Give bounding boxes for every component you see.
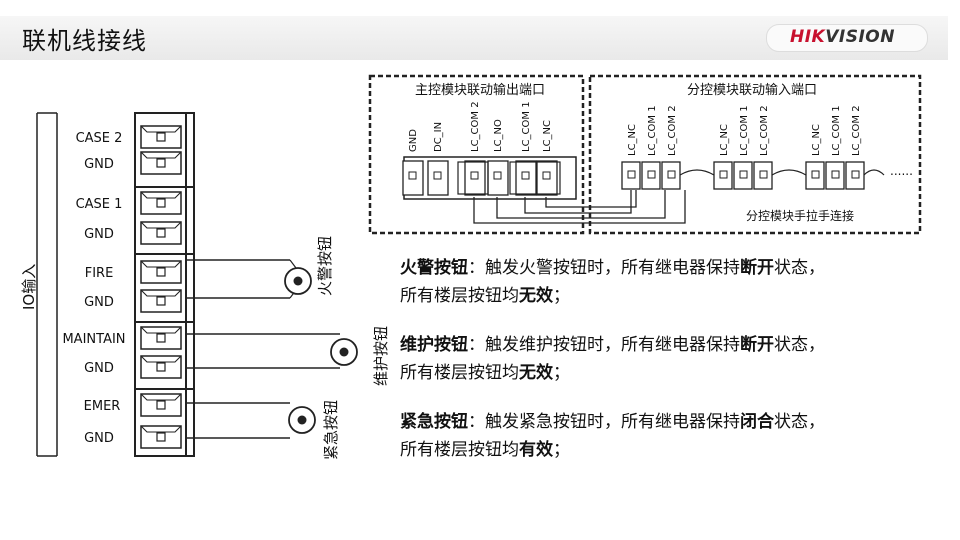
logo-plate (766, 24, 928, 52)
sub-port-label: LC_COM 1 (831, 105, 842, 156)
terminal-pin-label: GND (84, 361, 114, 376)
main-port-label: LC_COM 1 (521, 101, 532, 152)
main-port-label: DC_IN (433, 122, 444, 152)
main-port-label: LC_NC (542, 120, 553, 152)
main-module-port: DC_IN (427, 122, 449, 196)
terminal-pin-label: EMER (84, 399, 121, 414)
sub-port-label: LC_NC (627, 124, 638, 156)
sub-module-port: LC_COM 1 (825, 105, 845, 190)
main-module-port: LC_NC (536, 120, 558, 196)
terminal-pin: CASE 2 (76, 125, 182, 149)
terminal-pin: GND (84, 221, 182, 245)
main-module: 主控模块联动输出端口 GND DC_IN LC_COM 2 LC_NO LC_COM 1… (368, 74, 585, 235)
desc-emergency: 紧急按钮：触发紧急按钮时，所有继电器保持闭合状态， 所有楼层按钮均有效； (400, 412, 825, 460)
sub-module-footer: 分控模块手拉手连接 (746, 208, 854, 223)
daisy-chain-link (863, 169, 885, 176)
sub-port-label: LC_COM 2 (667, 105, 678, 156)
main-module-port: LC_NO (487, 119, 509, 196)
terminal-pin: MAINTAIN (62, 326, 182, 350)
maintain-button: 维护按钮 (187, 326, 390, 386)
terminal-screw (156, 198, 166, 208)
sub-port-label: LC_NC (719, 124, 730, 156)
sub-port-label: LC_COM 1 (739, 105, 750, 156)
terminal-pin: GND (84, 425, 182, 449)
terminal-pin-label: GND (84, 157, 114, 172)
main-port-label: LC_NO (493, 119, 504, 152)
sub-module-port: LC_COM 2 (753, 105, 773, 190)
hikvision-logo: HIKVISION (790, 27, 895, 47)
main-module-port: LC_COM 2 (464, 101, 486, 196)
terminal-screw (156, 267, 166, 277)
emergency-button-label: 紧急按钮 (322, 400, 340, 460)
interconnect-wires (473, 190, 686, 224)
terminal-pin: CASE 1 (76, 191, 182, 215)
terminal-pin: GND (84, 289, 182, 313)
desc-fire: 火警按钮：触发火警按钮时，所有继电器保持断开状态， 所有楼层按钮均无效； (400, 258, 825, 306)
page-title: 联机线接线 (22, 27, 147, 55)
sub-module-ellipsis: ...... (890, 164, 913, 178)
terminal-pin-label: FIRE (85, 266, 114, 281)
sub-module-port: LC_COM 1 (641, 105, 661, 190)
maintain-button-label: 维护按钮 (372, 326, 390, 386)
terminal-pin-label: GND (84, 295, 114, 310)
terminal-pin-label: CASE 1 (76, 197, 123, 212)
terminal-screw (156, 362, 166, 372)
terminal-screw (156, 228, 166, 238)
main-module-port: LC_COM 1 (515, 101, 537, 196)
terminal-screw (156, 400, 166, 410)
terminal-screw (156, 158, 166, 168)
terminal-pin-label: CASE 2 (76, 131, 123, 146)
sub-module-port: LC_COM 2 (845, 105, 865, 190)
terminal-screw (156, 333, 166, 343)
terminal-pin-label: MAINTAIN (62, 332, 125, 347)
header-bar: 联机线接线 HIKVISION (0, 0, 960, 62)
terminal-block: IO输入 CASE 2 GND CASE 1 GND FIRE GND MAINTAIN GN… (20, 112, 195, 457)
daisy-chain-link (771, 169, 807, 176)
main-port-label: LC_COM 2 (470, 101, 481, 152)
sub-module-title: 分控模块联动输入端口 (687, 82, 817, 98)
sub-port-label: LC_COM 2 (851, 105, 862, 156)
sub-module-port: LC_COM 1 (733, 105, 753, 190)
io-group-label: IO输入 (20, 264, 38, 310)
sub-module: 分控模块联动输入端口 LC_NC LC_COM 1 LC_COM 2 LC_NC LC_… (588, 74, 922, 235)
terminal-pin: EMER (84, 393, 182, 417)
terminal-pin: GND (84, 151, 182, 175)
sub-module-port: LC_NC (621, 124, 641, 190)
sub-port-label: LC_COM 2 (759, 105, 770, 156)
main-module-port: GND (402, 129, 424, 196)
terminal-pin: GND (84, 355, 182, 379)
main-port-label: GND (408, 129, 419, 152)
fire-button: 火警按钮 (187, 236, 334, 299)
desc-maintain: 维护按钮：触发维护按钮时，所有继电器保持断开状态， 所有楼层按钮均无效； (400, 335, 825, 383)
main-module-title: 主控模块联动输出端口 (415, 82, 545, 98)
fire-button-label: 火警按钮 (316, 236, 334, 296)
terminal-pin: FIRE (85, 260, 182, 284)
sub-port-label: LC_NC (811, 124, 822, 156)
terminal-screw (156, 432, 166, 442)
terminal-screw (156, 296, 166, 306)
sub-module-port: LC_NC (805, 124, 825, 190)
terminal-pin-label: GND (84, 431, 114, 446)
daisy-chain-link (679, 169, 715, 176)
sub-port-label: LC_COM 1 (647, 105, 658, 156)
terminal-pin-label: GND (84, 227, 114, 242)
sub-module-port: LC_NC (713, 124, 733, 190)
terminal-screw (156, 132, 166, 142)
sub-module-port: LC_COM 2 (661, 105, 681, 190)
emergency-button: 紧急按钮 (187, 400, 340, 460)
